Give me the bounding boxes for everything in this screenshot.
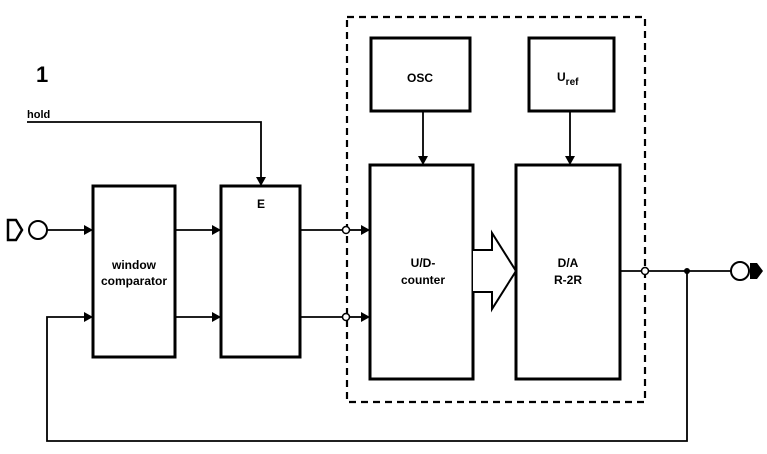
output-connector-icon [750, 263, 763, 279]
hold-arrowhead [256, 177, 266, 186]
e-block [219, 184, 302, 359]
input-connector-icon [6, 218, 24, 242]
hold-wire [27, 121, 262, 178]
e-counter-d-arrowhead [361, 312, 370, 322]
d-node-icon [341, 312, 351, 322]
osc-block [369, 36, 472, 113]
u-node-icon [341, 225, 351, 235]
dashed-enclosure [345, 15, 647, 404]
counter-label-1: U/D- [411, 256, 436, 270]
counter-label-2: counter [401, 273, 445, 287]
feedback-arrowhead [84, 312, 93, 322]
feedback-wire [46, 271, 688, 442]
output-terminal-icon [730, 261, 750, 281]
e-counter-u-arrowhead [361, 225, 370, 235]
e-block-label: E [257, 197, 265, 211]
uref-label: Uref [557, 70, 579, 88]
comp-e-upper-arrowhead [212, 225, 221, 235]
uref-block [527, 36, 616, 113]
input-arrowhead [84, 225, 93, 235]
dac-block [514, 163, 622, 381]
osc-arrowhead [418, 156, 428, 165]
hold-label: hold [27, 109, 50, 121]
uref-arrowhead [565, 156, 575, 165]
bus-arrow-icon [473, 229, 518, 313]
dac-label-1: D/A [558, 256, 579, 270]
dac-label-2: R-2R [554, 273, 582, 287]
output-node-icon [640, 266, 650, 276]
counter-block [368, 163, 475, 381]
window-comparator-label-1: window [111, 258, 157, 272]
comp-e-lower-arrowhead [212, 312, 221, 322]
figure-number: 1 [36, 62, 48, 87]
window-comparator-label-2: comparator [101, 274, 167, 288]
osc-label: OSC [407, 71, 433, 85]
window-comparator-block [91, 184, 177, 359]
input-terminal-icon [28, 220, 48, 240]
